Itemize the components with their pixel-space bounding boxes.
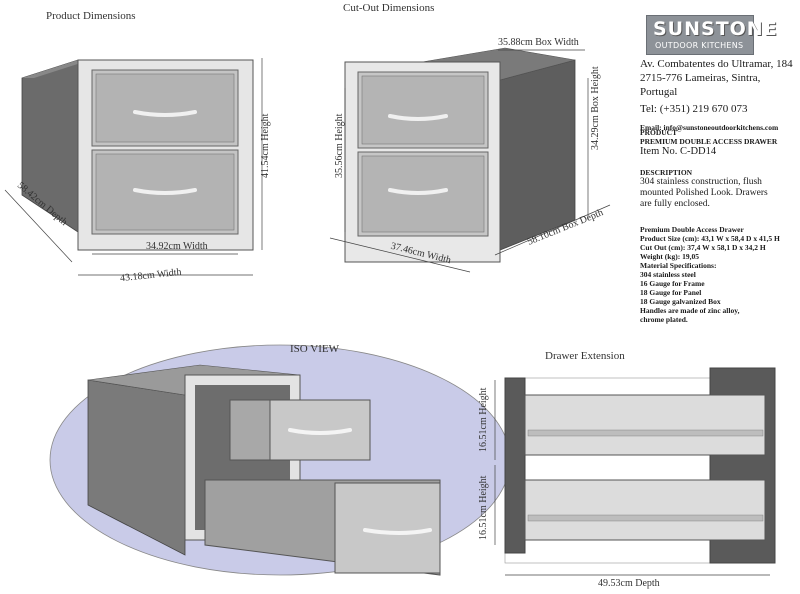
product-dimensions-drawing [4, 58, 263, 276]
cutout-dimensions-heading: Cut-Out Dimensions [343, 2, 435, 14]
specs-material-3: 18 Gauge for Panel [640, 288, 702, 297]
extension-depth-label: 49.53cm Depth [598, 578, 660, 589]
address-line-3: Portugal [640, 86, 678, 98]
address-block: Av. Combatentes do Ultramar, 184 2715-77… [640, 57, 800, 135]
specs-title: Premium Double Access Drawer [640, 225, 744, 234]
specs-product-size: Product Size (cm): 43,1 W x 58,4 D x 41,… [640, 234, 780, 243]
cutout-box-width-label: 35.88cm Box Width [498, 37, 579, 48]
sunstone-logo: SUNSTONE OUTDOOR KITCHENS [646, 15, 777, 55]
product-inner-width-label: 34.92cm Width [146, 241, 208, 252]
drawer-extension-drawing [494, 367, 776, 576]
specs-weight: Weight (kg): 19,05 [640, 252, 699, 261]
product-name: PREMIUM DOUBLE ACCESS DRAWER [640, 137, 778, 146]
specs-material-4: 18 Gauge galvanized Box [640, 297, 721, 306]
specs-material-6: chrome plated. [640, 315, 688, 324]
product-block: PRODUCT PREMIUM DOUBLE ACCESS DRAWER Ite… [640, 128, 800, 157]
specs-material-label: Material Specifications: [640, 261, 717, 270]
description-block: DESCRIPTION 304 stainless construction, … [640, 168, 800, 210]
extension-top-height-label: 16.51cm Height [478, 387, 489, 452]
extension-bottom-height-label: 16.51cm Height [478, 475, 489, 540]
phone-text: Tel: (+351) 219 670 073 [640, 103, 748, 115]
iso-view-heading: ISO VIEW [290, 343, 339, 355]
iso-view-drawing [49, 344, 511, 576]
item-number: Item No. C-DD14 [640, 146, 717, 157]
specs-block: Premium Double Access Drawer Product Siz… [640, 225, 800, 324]
drawer-extension-heading: Drawer Extension [545, 350, 625, 362]
cutout-height-label: 35.56cm Height [334, 113, 345, 178]
address-line-2: 2715-776 Lameiras, Sintra, [640, 72, 761, 84]
specs-material-2: 16 Gauge for Frame [640, 279, 705, 288]
product-label: PRODUCT [640, 128, 678, 137]
specs-material-1: 304 stainless steel [640, 270, 696, 279]
logo-name: SUNSTONE [653, 18, 778, 40]
specs-cut-out: Cut Out (cm): 37,4 W x 58,1 D x 34,2 H [640, 243, 766, 252]
logo-tagline: OUTDOOR KITCHENS [655, 41, 744, 50]
description-text-2: mounted Polished Look. Drawers [640, 188, 768, 198]
description-text-1: 304 stainless construction, flush [640, 177, 762, 187]
product-dimensions-heading: Product Dimensions [46, 10, 136, 22]
address-line-1: Av. Combatentes do Ultramar, 184 [640, 58, 793, 70]
product-height-label: 41.54cm Height [260, 113, 271, 178]
email-text: Email: info@sunstoneoutdoorkitchens.com [640, 123, 779, 132]
cutout-dimensions-drawing [329, 47, 611, 273]
specs-material-5: Handles are made of zinc alloy, [640, 306, 740, 315]
cutout-box-height-label: 34.29cm Box Height [590, 66, 601, 150]
description-label: DESCRIPTION [640, 168, 693, 177]
description-text-3: are fully enclosed. [640, 199, 710, 209]
